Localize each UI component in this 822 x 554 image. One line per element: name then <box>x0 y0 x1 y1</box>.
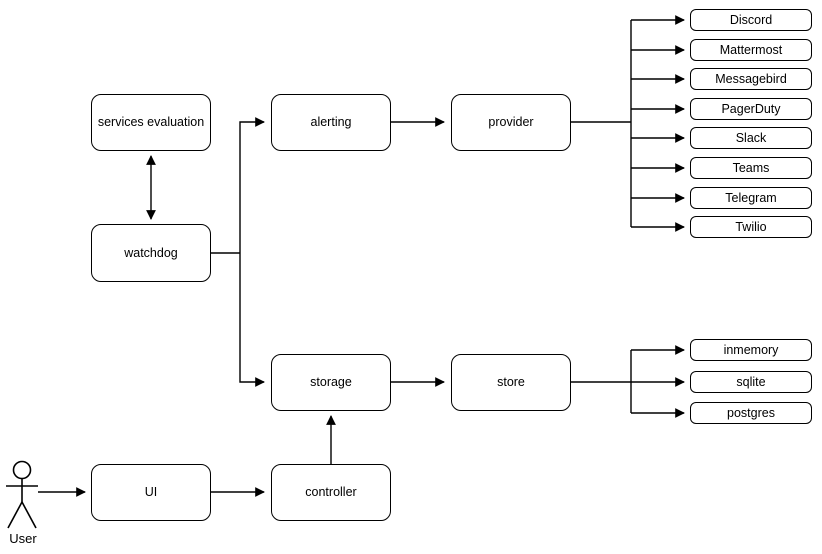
node-provider-slack[interactable]: Slack <box>690 127 812 149</box>
node-label: Teams <box>732 160 770 175</box>
edge-watchdog-alerting <box>239 117 265 253</box>
node-alerting[interactable]: alerting <box>271 94 391 151</box>
node-label: Discord <box>729 12 773 27</box>
node-label: watchdog <box>124 245 178 260</box>
node-label: controller <box>305 485 357 499</box>
node-label: provider <box>488 115 534 129</box>
node-store[interactable]: store <box>451 354 571 411</box>
node-storage[interactable]: storage <box>271 354 391 411</box>
node-provider-telegram[interactable]: Telegram <box>690 187 812 209</box>
node-provider-mattermost[interactable]: Mattermost <box>690 39 812 61</box>
node-provider-messagebird[interactable]: Messagebird <box>690 68 812 90</box>
node-services-evaluation[interactable]: services evaluation <box>91 94 211 151</box>
node-label: store <box>497 375 525 389</box>
edge-watchdog-storage <box>239 253 265 387</box>
node-store-postgres[interactable]: postgres <box>690 402 812 424</box>
node-label: services evaluation <box>97 115 205 129</box>
node-provider[interactable]: provider <box>451 94 571 151</box>
node-label: UI <box>144 485 158 499</box>
node-label: Messagebird <box>715 71 787 86</box>
user-actor-label: User <box>9 531 37 546</box>
node-provider-discord[interactable]: Discord <box>690 9 812 31</box>
node-controller[interactable]: controller <box>271 464 391 521</box>
node-ui[interactable]: UI <box>91 464 211 521</box>
node-label: Slack <box>735 130 767 145</box>
node-label: PagerDuty <box>721 101 781 116</box>
node-watchdog[interactable]: watchdog <box>91 224 211 282</box>
node-label: Telegram <box>725 190 777 205</box>
node-provider-twilio[interactable]: Twilio <box>690 216 812 238</box>
node-provider-teams[interactable]: Teams <box>690 157 812 179</box>
node-label: sqlite <box>736 374 766 389</box>
node-label: inmemory <box>723 342 779 357</box>
node-store-inmemory[interactable]: inmemory <box>690 339 812 361</box>
node-provider-pagerduty[interactable]: PagerDuty <box>690 98 812 120</box>
node-store-sqlite[interactable]: sqlite <box>690 371 812 393</box>
node-label: Mattermost <box>719 42 783 57</box>
node-label: storage <box>310 375 352 389</box>
stick-figure-icon <box>6 460 38 529</box>
node-label: postgres <box>727 405 775 420</box>
node-label: Twilio <box>735 219 767 234</box>
node-label: alerting <box>310 115 352 129</box>
